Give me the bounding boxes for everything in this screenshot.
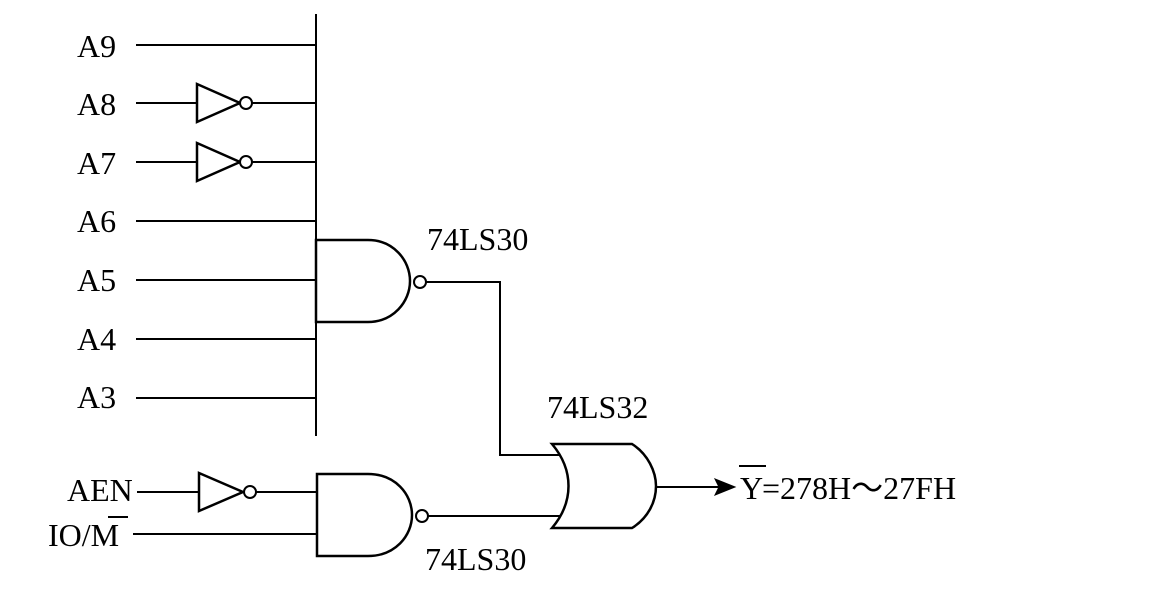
inverter-a8: [195, 82, 244, 124]
inverter-a7: [195, 141, 244, 183]
label-a5: A5: [77, 262, 116, 298]
label-a9: A9: [77, 28, 116, 64]
inverter-a8-bubble: [239, 96, 253, 110]
or-gate: [549, 442, 658, 530]
inverter-aen: [197, 471, 247, 513]
inverter-a7-bubble: [239, 155, 253, 169]
chip-label-nand-bottom: 74LS30: [425, 541, 526, 577]
output-address-range: =278H～27FH: [762, 470, 956, 506]
label-aen: AEN: [67, 472, 133, 508]
label-a6: A6: [77, 203, 116, 239]
label-a4: A4: [77, 321, 116, 357]
inverter-aen-bubble: [243, 485, 257, 499]
output-arrowhead: [713, 478, 737, 496]
output-y-label: Y: [740, 470, 763, 506]
label-a3: A3: [77, 379, 116, 415]
nand-gate-bottom-bubble: [415, 509, 429, 523]
nand-gate-bottom: [315, 472, 414, 558]
nand-gate-top-bubble: [413, 275, 427, 289]
label-a8: A8: [77, 86, 116, 122]
chip-label-or: 74LS32: [547, 389, 648, 425]
label-io-m: IO/M: [48, 517, 119, 553]
chip-label-nand-top: 74LS30: [427, 221, 528, 257]
nand-gate-top: [314, 238, 412, 324]
label-a7: A7: [77, 145, 116, 181]
wire-nand-top-to-or: [426, 281, 562, 456]
